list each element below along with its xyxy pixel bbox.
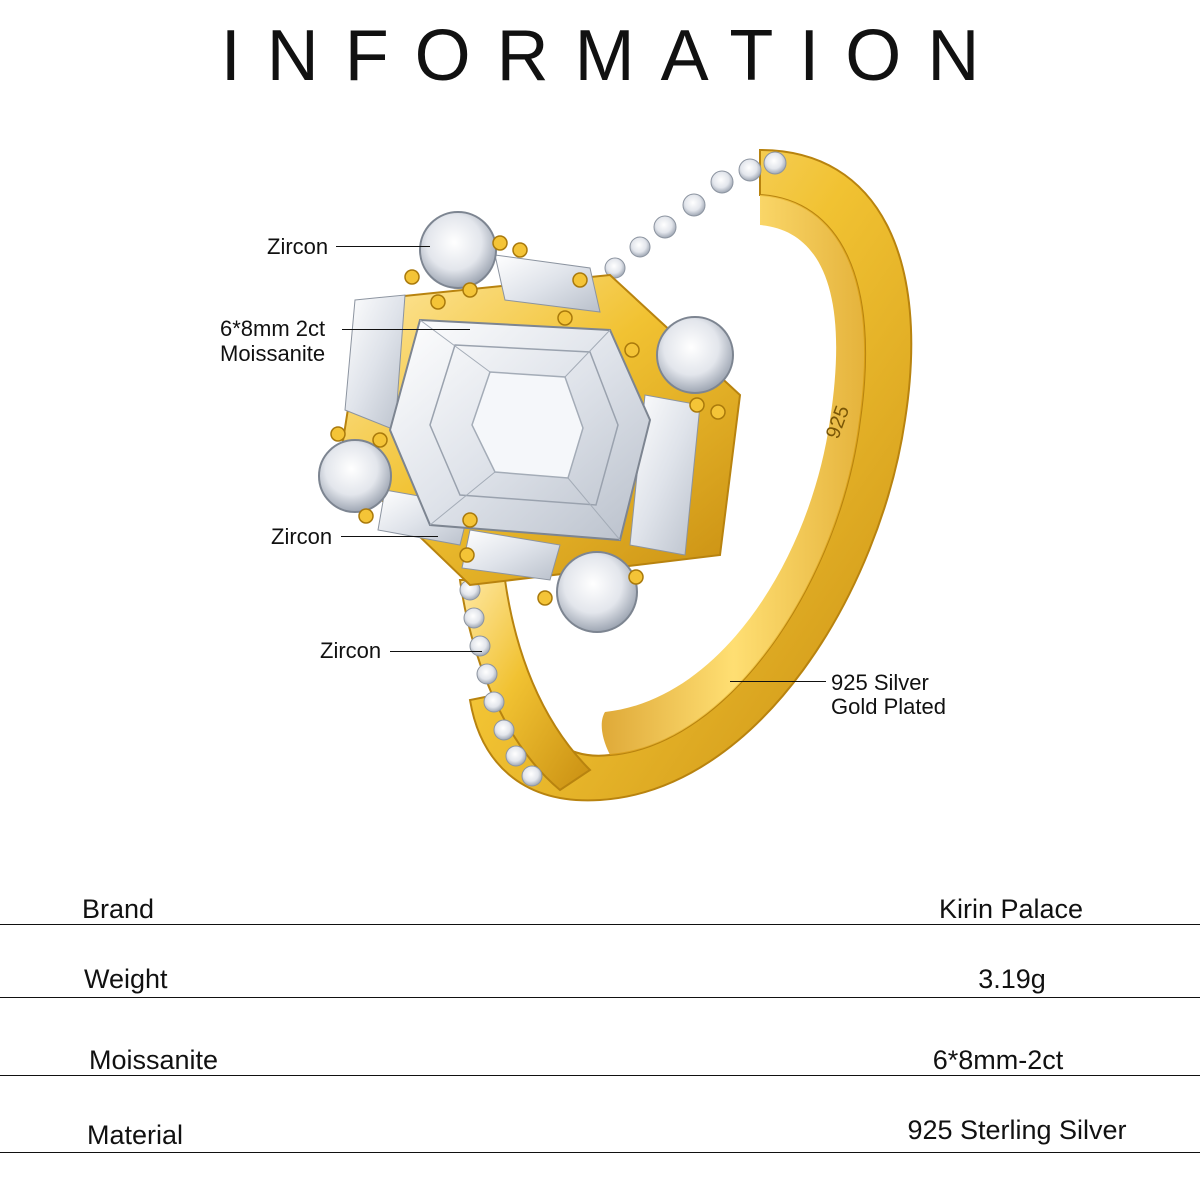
spec-label: Moissanite bbox=[89, 1045, 219, 1075]
callout-line-zircon-bottom bbox=[390, 651, 482, 652]
callout-metal-plating: Gold Plated bbox=[831, 694, 946, 719]
callout-zircon-bottom: Zircon bbox=[320, 638, 382, 663]
spec-label: Brand bbox=[82, 894, 155, 924]
spec-divider bbox=[0, 1075, 1200, 1076]
spec-value: Kirin Palace bbox=[938, 894, 1084, 924]
callout-line-metal bbox=[730, 681, 826, 682]
zircon-stone-left bbox=[318, 439, 392, 513]
callout-zircon-top: Zircon bbox=[267, 234, 329, 259]
callout-center-stone-size: 6*8mm 2ct bbox=[220, 316, 326, 341]
callout-metal-base: 925 Silver bbox=[831, 670, 929, 695]
spec-label: Weight bbox=[84, 964, 168, 994]
spec-label: Material bbox=[87, 1120, 184, 1150]
spec-value: 6*8mm-2ct bbox=[932, 1045, 1064, 1075]
ring-illustration: 925 bbox=[318, 148, 913, 802]
spec-value: 925 Sterling Silver bbox=[907, 1115, 1127, 1145]
page-title: INFORMATION bbox=[220, 16, 1006, 96]
spec-value: 3.19g bbox=[978, 964, 1046, 994]
spec-divider bbox=[0, 997, 1200, 998]
callout-center-stone-type: Moissanite bbox=[220, 341, 326, 366]
callout-line-zircon-middle bbox=[341, 536, 438, 537]
callout-line-center-stone bbox=[342, 329, 470, 330]
callout-line-zircon-top bbox=[336, 246, 430, 247]
halo-setting bbox=[318, 211, 742, 633]
zircon-stone-top bbox=[419, 211, 497, 289]
callout-zircon-middle: Zircon bbox=[271, 524, 333, 549]
spec-divider bbox=[0, 1152, 1200, 1153]
spec-divider bbox=[0, 924, 1200, 925]
pave-stones bbox=[459, 151, 787, 787]
